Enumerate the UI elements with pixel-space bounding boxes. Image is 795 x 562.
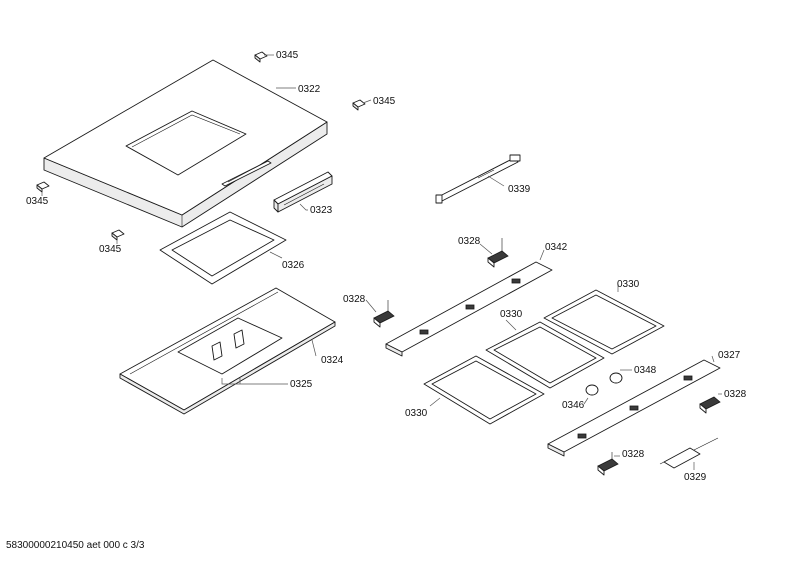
part-0328-clip-d: [597, 452, 619, 476]
label-0327: 0327: [718, 350, 741, 361]
tray-hook-left: [211, 341, 223, 361]
label-0330-a: 0330: [617, 279, 640, 290]
tray-hook-right: [233, 329, 245, 349]
part-0345-clip-b: [352, 99, 366, 111]
part-0324-tray: [119, 287, 336, 415]
label-0328-c: 0328: [724, 389, 747, 400]
part-0329-connector: [659, 437, 719, 469]
part-0348-knob: [609, 372, 623, 384]
label-0345-d: 0345: [99, 244, 122, 255]
label-0325: 0325: [290, 379, 313, 390]
label-0329: 0329: [684, 472, 707, 483]
label-0322: 0322: [298, 84, 321, 95]
label-0328-d: 0328: [622, 449, 645, 460]
label-0330-c: 0330: [405, 408, 428, 419]
label-0328-b: 0328: [343, 294, 366, 305]
document-footer-code: 58300000210450 aet 000 c 3/3: [6, 540, 145, 551]
part-0330-filter-a: [543, 289, 665, 355]
part-0346-knob: [585, 384, 599, 396]
leader-lines: [41, 54, 722, 470]
part-0330-filter-c: [423, 355, 545, 425]
label-0328-a: 0328: [458, 236, 481, 247]
part-0345-clip-d: [111, 229, 125, 241]
label-0339: 0339: [508, 184, 531, 195]
part-0323-bracket: [273, 171, 333, 213]
label-0346: 0346: [562, 400, 585, 411]
label-0345-b: 0345: [373, 96, 396, 107]
part-0345-clip-a: [254, 51, 268, 63]
label-0324: 0324: [321, 355, 344, 366]
part-0326-frame: [159, 211, 287, 285]
part-0342-rail: [385, 261, 553, 357]
label-0323: 0323: [310, 205, 333, 216]
label-0345-a: 0345: [276, 50, 299, 61]
label-0330-b: 0330: [500, 309, 523, 320]
part-0330-filter-b: [485, 321, 605, 389]
label-0342: 0342: [545, 242, 568, 253]
part-0328-clip-b: [373, 300, 395, 328]
part-0322-cover-panel: [43, 59, 328, 228]
part-0327-rail: [547, 359, 721, 457]
part-0328-clip-c: [699, 396, 721, 414]
part-0345-clip-c: [36, 181, 50, 193]
label-0345-c: 0345: [26, 196, 49, 207]
part-0328-clip-a: [487, 238, 509, 268]
part-0339-rod: [435, 154, 521, 204]
label-0326: 0326: [282, 260, 305, 271]
label-0348: 0348: [634, 365, 657, 376]
